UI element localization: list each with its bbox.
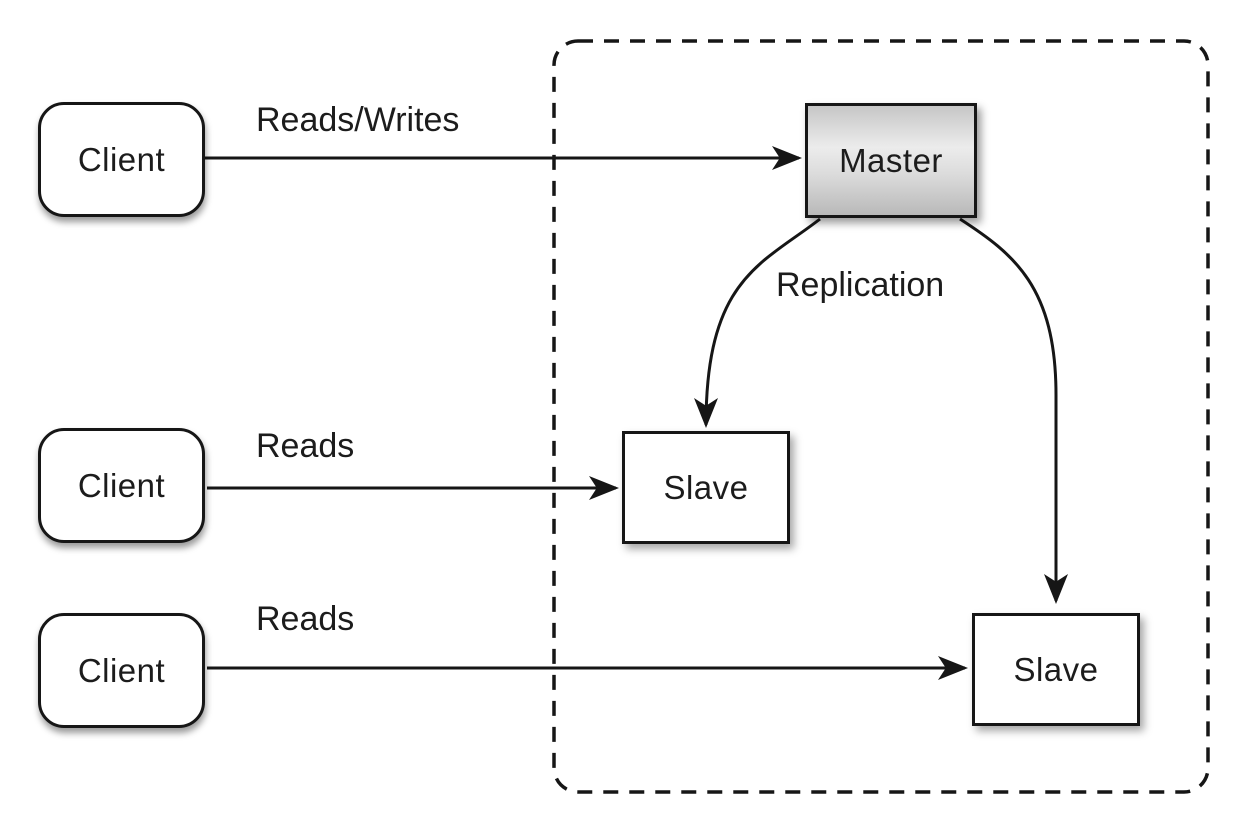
client-node-3-label: Client <box>77 651 166 689</box>
arrow-master-to-slave1 <box>694 217 821 428</box>
slave-node-2-label: Slave <box>1013 650 1099 688</box>
client-node-3: Client <box>38 613 205 728</box>
client-node-2: Client <box>38 428 205 543</box>
slave-node-1: Slave <box>622 431 790 544</box>
client-node-2-label: Client <box>77 466 166 504</box>
edge-label-reads-middle: Reads <box>256 427 355 465</box>
slave-node-1-label: Slave <box>663 468 749 506</box>
master-node-label: Master <box>839 141 943 179</box>
arrow-master-to-slave2 <box>959 217 1068 604</box>
edge-label-reads-writes: Reads/Writes <box>256 101 460 139</box>
client-node-1: Client <box>38 102 205 217</box>
client-node-1-label: Client <box>77 140 166 178</box>
slave-node-2: Slave <box>972 613 1140 726</box>
edge-label-replication: Replication <box>776 266 945 304</box>
replication-boundary <box>552 39 1210 794</box>
edge-label-reads-bottom: Reads <box>256 600 355 638</box>
master-node: Master <box>805 103 977 218</box>
